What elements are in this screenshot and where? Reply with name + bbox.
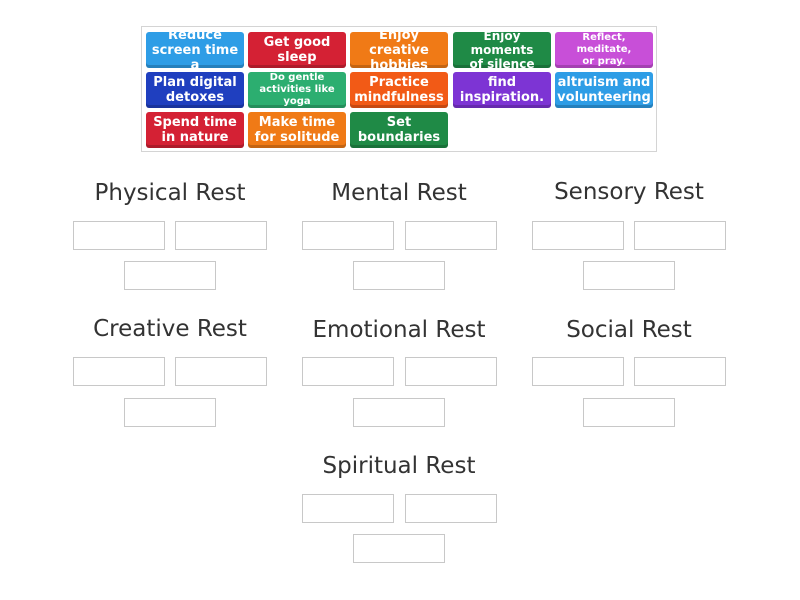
drop-slot-spiritual-1[interactable] [302, 494, 394, 523]
drop-slot-mental-2[interactable] [405, 221, 497, 250]
drop-slot-emotional-1[interactable] [302, 357, 394, 386]
tile-spend-time-in-nature[interactable]: Spend time in nature [146, 112, 244, 148]
drop-slot-social-3[interactable] [583, 398, 675, 427]
drop-slot-sensory-1[interactable] [532, 221, 624, 250]
drop-slot-creative-1[interactable] [73, 357, 165, 386]
tile-enjoy-moments-of-silence[interactable]: Enjoy moments of silence [453, 29, 551, 71]
group-title-sensory-rest: Sensory Rest [554, 179, 704, 205]
tile-reduce-screen-time[interactable]: Reduce screen time a [146, 28, 244, 73]
tile-reflect-meditate-pray[interactable]: Reflect, meditate, or pray. [555, 32, 653, 68]
group-title-social-rest: Social Rest [566, 317, 692, 343]
tile-set-boundaries[interactable]: Set boundaries [350, 112, 448, 148]
drop-slot-emotional-3[interactable] [353, 398, 445, 427]
drop-slot-sensory-2[interactable] [634, 221, 726, 250]
group-title-spiritual-rest: Spiritual Rest [322, 453, 476, 479]
drop-slot-mental-1[interactable] [302, 221, 394, 250]
tile-enjoy-creative-hobbies[interactable]: Enjoy creative hobbies [350, 28, 448, 73]
drop-slot-physical-3[interactable] [124, 261, 216, 290]
drop-slot-physical-1[interactable] [73, 221, 165, 250]
drop-slot-social-1[interactable] [532, 357, 624, 386]
tile-get-good-sleep[interactable]: Get good sleep [248, 32, 346, 68]
tile-plan-digital-detoxes[interactable]: Plan digital detoxes [146, 72, 244, 108]
drop-slot-spiritual-3[interactable] [353, 534, 445, 563]
group-title-emotional-rest: Emotional Rest [312, 317, 486, 343]
tile-make-time-for-solitude[interactable]: Make time for solitude [248, 112, 346, 148]
drop-slot-mental-3[interactable] [353, 261, 445, 290]
drop-slot-spiritual-2[interactable] [405, 494, 497, 523]
drop-slot-creative-2[interactable] [175, 357, 267, 386]
group-title-physical-rest: Physical Rest [94, 180, 246, 206]
drop-slot-emotional-2[interactable] [405, 357, 497, 386]
drop-slot-sensory-3[interactable] [583, 261, 675, 290]
drop-slot-physical-2[interactable] [175, 221, 267, 250]
tile-find-inspiration[interactable]: find inspiration. [453, 72, 551, 108]
drop-slot-social-2[interactable] [634, 357, 726, 386]
drop-slot-creative-3[interactable] [124, 398, 216, 427]
tile-practice-mindfulness[interactable]: Practice mindfulness [350, 72, 448, 108]
tile-do-gentle-activities[interactable]: Do gentle activities like yoga [248, 72, 346, 108]
group-title-mental-rest: Mental Rest [331, 180, 467, 206]
group-title-creative-rest: Creative Rest [93, 316, 247, 342]
tile-altruism-volunteering[interactable]: altruism and volunteering [555, 72, 653, 108]
answer-tile-bank: Reduce screen time a Get good sleep Enjo… [141, 26, 657, 152]
